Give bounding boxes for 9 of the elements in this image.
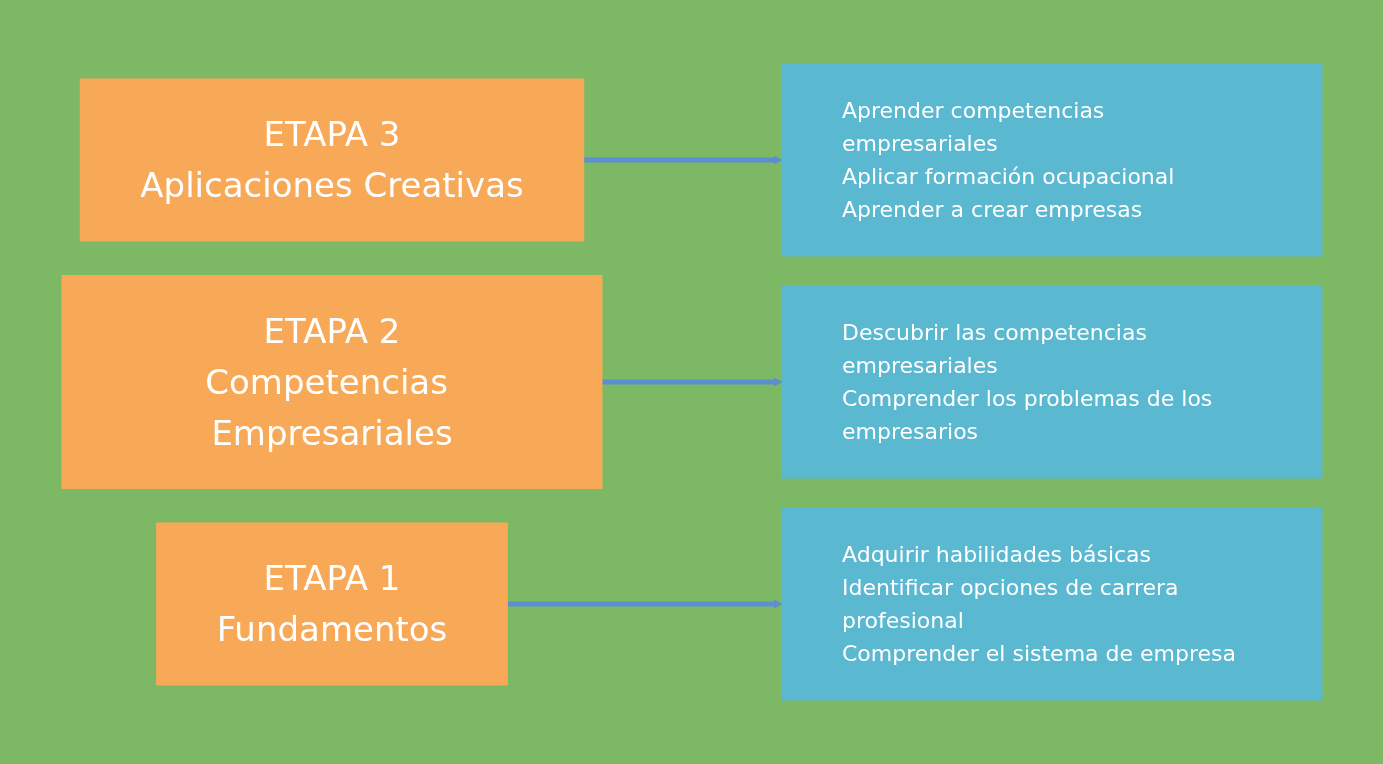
arrow [506,599,782,609]
node-box: ETAPA 2 Competencias Empresariales [61,275,602,489]
node-box: ETAPA 3 Aplicaciones Creativas [79,78,584,242]
arrow [601,377,782,387]
node-box: Descubrir las competencias empresariales Comprender los problemas de los empresarios [781,285,1322,479]
node-box: Adquirir habilidades básicas Identificar opciones de carrera profesional Comprender el sistema de empresa [781,507,1322,701]
node-box: ETAPA 1 Fundamentos [155,522,508,686]
node-box: Aprender competencias empresariales Aplicar formación ocupacional Aprender a crear empresas [781,63,1322,257]
arrow [583,155,782,165]
